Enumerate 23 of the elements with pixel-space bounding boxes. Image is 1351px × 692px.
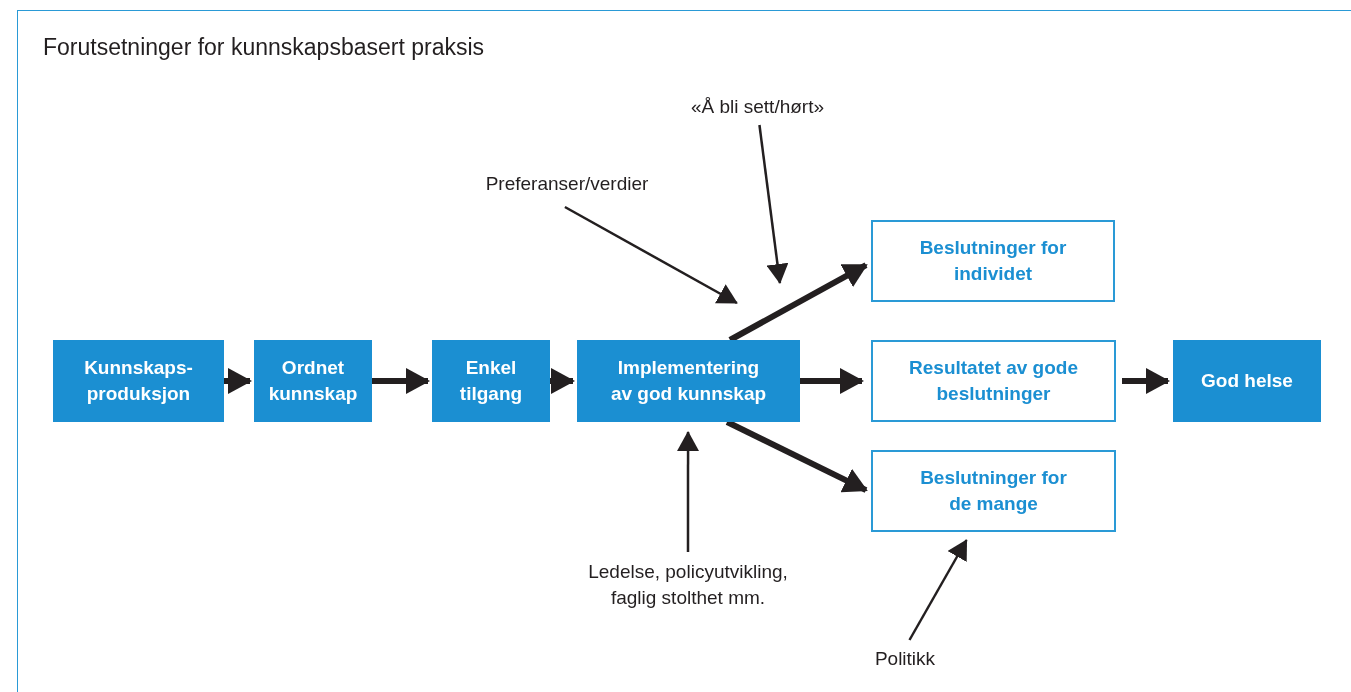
process-box: Kunnskaps-produksjon: [53, 340, 224, 422]
arrow: [372, 368, 430, 394]
arrow: [677, 431, 700, 552]
arrow: [728, 262, 868, 343]
arrow: [800, 368, 864, 394]
process-box: Ordnet kunnskap: [254, 340, 372, 422]
arrow: [224, 368, 252, 394]
process-box: God helse: [1173, 340, 1321, 422]
arrow: [1122, 368, 1170, 394]
diagram-title: Forutsetninger for kunnskapsbasert praksis: [43, 33, 485, 62]
factor-label: Politikk: [860, 645, 950, 673]
factor-label: «Å bli sett/hørt»: [660, 93, 855, 121]
outcome-box: Resultatet av gode beslutninger: [871, 340, 1116, 422]
arrow: [758, 124, 789, 284]
factor-label: Ledelse, policyutvikling, faglig stolthet mm.: [560, 558, 816, 612]
arrow: [550, 368, 575, 394]
arrow: [564, 205, 738, 305]
factor-label: Preferanser/verdier: [462, 170, 672, 198]
outcome-box: Beslutninger for individet: [871, 220, 1115, 302]
process-box: Enkel tilgang: [432, 340, 550, 422]
arrow: [908, 539, 968, 641]
outcome-box: Beslutninger for de mange: [871, 450, 1116, 532]
process-box: Implementering av god kunnskap: [577, 340, 800, 422]
